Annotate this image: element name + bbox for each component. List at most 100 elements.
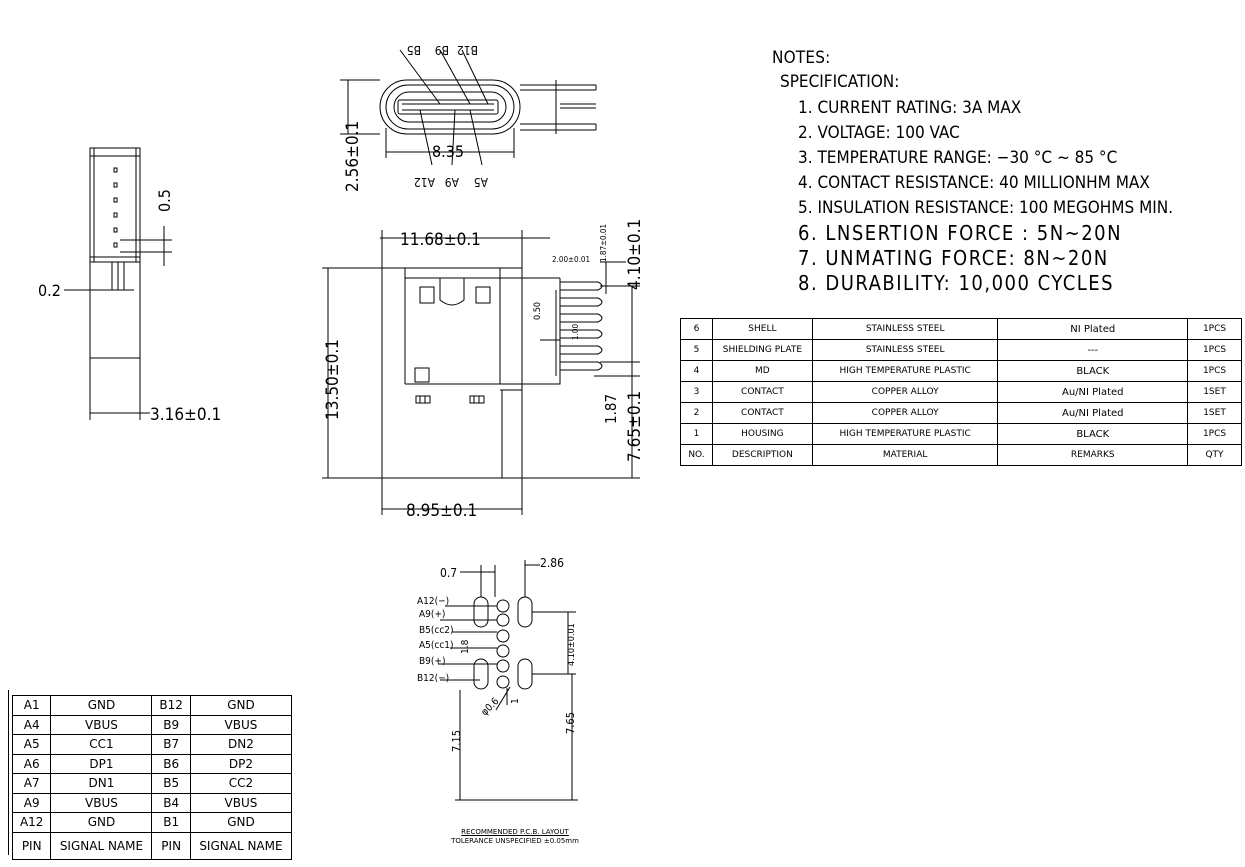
dim-front-height: 2.56±0.1 <box>343 121 363 192</box>
table-row: A7 DN1 B5 CC2 <box>11 773 293 794</box>
pin-id: A4 <box>11 714 52 735</box>
bom-no: 1 <box>680 423 713 445</box>
pin-table: A1 GND B12 GND A4 VBUS B9 VBUS A5 CC1 B7… <box>11 695 293 860</box>
dim-pcb-07: 0.7 <box>440 566 457 580</box>
dim-main-bottom: 8.95±0.1 <box>406 501 477 521</box>
pin-id: B7 <box>151 734 191 755</box>
pin-header: SIGNAL NAME <box>50 831 153 860</box>
bom-desc: MD <box>711 360 813 382</box>
pcb-label-a12: A12(−) <box>417 596 449 607</box>
spec-list: 1. CURRENT RATING: 3A MAX 2. VOLTAGE: 10… <box>772 96 1173 296</box>
dim-side-depth: 3.16±0.1 <box>150 405 221 425</box>
table-row: 5 SHIELDING PLATE STAINLESS STEEL --- 1P… <box>680 339 1242 361</box>
bom-material: COPPER ALLOY <box>811 381 999 403</box>
front-label-a9: A9 <box>445 175 459 189</box>
bom-header-material: MATERIAL <box>811 444 999 466</box>
bom-qty: 1PCS <box>1187 339 1242 361</box>
spec-item: 6. LNSERTION FORCE : 5N~20N <box>798 221 1123 245</box>
spec-item: 1. CURRENT RATING: 3A MAX <box>798 98 1022 118</box>
bom-remarks: Au/NI Plated <box>997 381 1189 403</box>
pin-header: PIN <box>11 831 52 860</box>
pin-signal: DN2 <box>189 734 293 755</box>
dim-side-pin: 0.2 <box>38 281 61 300</box>
front-top-labels: B5 B9 B12 A12 A9 A5 <box>407 43 488 189</box>
dim-main-r2: 7.65±0.1 <box>625 391 645 462</box>
bom-material: HIGH TEMPERATURE PLASTIC <box>811 360 999 382</box>
pin-id: A9 <box>11 792 52 813</box>
dim-pcb-18: 1.8 <box>460 639 471 654</box>
dim-pcb-410: 4.10±0.01 <box>567 623 577 666</box>
side-view <box>64 147 172 420</box>
pin-signal: GND <box>189 695 293 716</box>
bom-remarks: NI Plated <box>997 318 1189 340</box>
pin-signal: GND <box>50 695 153 716</box>
dim-front-width: 8.35 <box>432 142 464 161</box>
bom-qty: 1SET <box>1187 402 1242 424</box>
spec-item: 4. CONTACT RESISTANCE: 40 MILLIONHM MAX <box>798 173 1150 193</box>
dim-main-small2: 1.87±0.01 <box>599 224 608 262</box>
bom-material: STAINLESS STEEL <box>811 318 999 340</box>
pin-id: A1 <box>11 695 52 716</box>
dim-pcb-765: 7.65 <box>564 712 577 734</box>
pcb-pin-labels: A12(−) A9(+) B5(cc2) A5(cc1) B9(+) B12(−… <box>417 596 454 684</box>
bom-no: 6 <box>680 318 713 340</box>
bom-qty: 1PCS <box>1187 318 1242 340</box>
table-row: A12 GND B1 GND <box>11 812 293 833</box>
bom-no: 2 <box>680 402 713 424</box>
table-row: A5 CC1 B7 DN2 <box>11 734 293 755</box>
pcb-label-a5: A5(cc1) <box>419 640 454 651</box>
table-header-row: PIN SIGNAL NAME PIN SIGNAL NAME <box>11 831 293 860</box>
bom-no: 5 <box>680 339 713 361</box>
dim-main-r3: 1.87 <box>602 394 620 424</box>
dim-main-height: 13.50±0.1 <box>323 339 343 420</box>
pin-id: B4 <box>151 792 191 813</box>
pcb-label-b9: B9(+) <box>419 656 445 667</box>
pin-id: B5 <box>151 773 191 794</box>
pcb-label-b12: B12(−) <box>417 673 449 684</box>
dim-main-small1: 2.00±0.01 <box>552 255 590 264</box>
bom-desc: HOUSING <box>711 423 813 445</box>
bom-desc: CONTACT <box>711 381 813 403</box>
pin-id: B12 <box>151 695 191 716</box>
dim-side-pitch: 0.5 <box>155 189 174 212</box>
dim-main-small3: 0.50 <box>533 302 543 320</box>
table-row: A4 VBUS B9 VBUS <box>11 714 293 735</box>
front-label-a5: A5 <box>474 175 488 189</box>
table-row: 1 HOUSING HIGH TEMPERATURE PLASTIC BLACK… <box>680 423 1242 445</box>
table-header-row: NO. DESCRIPTION MATERIAL REMARKS QTY <box>680 444 1242 466</box>
pin-signal: GND <box>189 812 293 833</box>
spec-item: 8. DURABILITY: 10,000 CYCLES <box>798 271 1115 295</box>
spec-item: 3. TEMPERATURE RANGE: −30 °C ~ 85 °C <box>798 148 1118 168</box>
bom-desc: CONTACT <box>711 402 813 424</box>
bom-desc: SHIELDING PLATE <box>711 339 813 361</box>
bom-no: 3 <box>680 381 713 403</box>
pin-signal: VBUS <box>50 792 153 813</box>
bom-material: STAINLESS STEEL <box>811 339 999 361</box>
front-label-b12: B12 <box>457 43 478 57</box>
pcb-caption-tolerance: TOLERANCE UNSPECIFIED ±0.05mm <box>451 837 579 845</box>
dim-pcb-286: 2.86 <box>540 556 564 570</box>
pin-signal: VBUS <box>50 714 153 735</box>
front-label-b5: B5 <box>407 43 421 57</box>
pin-signal: CC1 <box>50 734 153 755</box>
bom-remarks: BLACK <box>997 423 1189 445</box>
pin-id: A7 <box>11 773 52 794</box>
pin-header: SIGNAL NAME <box>189 831 293 860</box>
pin-id: A5 <box>11 734 52 755</box>
pin-id: A12 <box>11 812 52 833</box>
dim-main-r1: 4.10±0.1 <box>625 219 645 290</box>
table-row: 6 SHELL STAINLESS STEEL NI Plated 1PCS <box>680 318 1242 340</box>
pin-id: B9 <box>151 714 191 735</box>
bom-remarks: --- <box>997 339 1189 361</box>
bom-table: 6 SHELL STAINLESS STEEL NI Plated 1PCS 5… <box>680 318 1242 466</box>
pin-signal: CC2 <box>189 773 293 794</box>
bom-qty: 1SET <box>1187 381 1242 403</box>
bom-no: 4 <box>680 360 713 382</box>
bom-header-remarks: REMARKS <box>997 444 1189 466</box>
dim-pcb-1: 1 <box>510 698 521 704</box>
pin-signal: DP1 <box>50 753 153 774</box>
pcb-layout-caption: RECOMMENDED P.C.B. LAYOUT TOLERANCE UNSP… <box>440 828 590 846</box>
notes-title: NOTES: <box>772 48 831 68</box>
pcb-caption-title: RECOMMENDED P.C.B. LAYOUT <box>461 828 569 836</box>
front-label-b9: B9 <box>435 43 449 57</box>
